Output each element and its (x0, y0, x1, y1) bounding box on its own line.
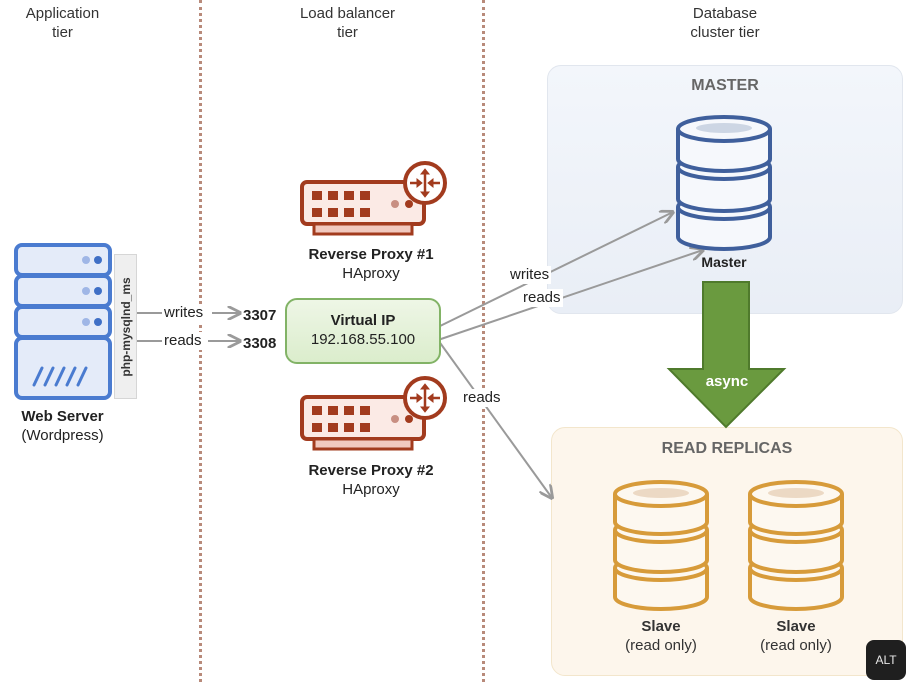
master-database-icon (676, 115, 772, 251)
reverse-proxy-2-software: HAproxy (342, 481, 400, 498)
slave-1-label: Slave (read only) (604, 617, 718, 655)
load-balancer-tier-title: Load balancer tier (280, 4, 415, 42)
async-label: async (705, 373, 749, 390)
slave-1-name: Slave (641, 618, 681, 635)
master-panel-title: MASTER (691, 77, 759, 94)
tier-title-line: Database (692, 5, 758, 22)
vip-writes-to-master (437, 212, 673, 328)
vip-reads-to-master (437, 250, 703, 341)
web-server-name: Web Server (21, 408, 104, 425)
tier-title-line: Application (25, 5, 100, 22)
master-node-label: Master (701, 254, 747, 270)
async-replication-arrow (666, 281, 787, 429)
application-tier-title: Application tier (10, 4, 115, 42)
reads-edge-label: reads (162, 332, 204, 350)
read-port-label: 3308 (243, 335, 277, 352)
replicas-panel-title: READ REPLICAS (661, 440, 793, 457)
reverse-proxy-2-name: Reverse Proxy #2 (308, 462, 434, 479)
route-reads-replicas-label: reads (461, 389, 503, 407)
tier-title-line: tier (52, 24, 73, 41)
vip-reads-to-replicas (437, 339, 552, 498)
driver-label-box: php-mysqlnd_ms (114, 254, 137, 399)
tier-title-line: Load balancer (299, 5, 396, 22)
slave-database-icon-2 (748, 480, 844, 611)
slave-2-mode: (read only) (760, 637, 832, 654)
alt-text-button[interactable]: ALT (866, 640, 906, 680)
write-port-label: 3307 (243, 307, 277, 324)
reverse-proxy-1-icon (300, 161, 447, 236)
route-writes-label: writes (508, 266, 552, 284)
slave-database-icon-1 (613, 480, 709, 611)
slave-1-mode: (read only) (625, 637, 697, 654)
slave-2-name: Slave (776, 618, 816, 635)
reverse-proxy-1-name: Reverse Proxy #1 (308, 246, 434, 263)
writes-edge-label: writes (162, 304, 206, 322)
read-replicas-panel: READ REPLICAS (551, 427, 903, 676)
web-server-label: Web Server (Wordpress) (5, 407, 120, 445)
reverse-proxy-2-label: Reverse Proxy #2 HAproxy (296, 461, 446, 499)
tier-title-line: cluster tier (690, 24, 760, 41)
tier-title-line: tier (337, 24, 358, 41)
virtual-ip-address: 192.168.55.100 (310, 331, 416, 348)
web-server-subtitle: (Wordpress) (21, 427, 104, 444)
reverse-proxy-1-label: Reverse Proxy #1 HAproxy (296, 245, 446, 283)
reverse-proxy-2-icon (300, 376, 447, 451)
route-reads-master-label: reads (521, 289, 563, 307)
slave-2-label: Slave (read only) (739, 617, 853, 655)
database-tier-title: Database cluster tier (665, 4, 785, 42)
virtual-ip-node: Virtual IP 192.168.55.100 (285, 298, 441, 364)
tier-divider-right (482, 0, 485, 682)
virtual-ip-title: Virtual IP (330, 312, 396, 329)
reverse-proxy-1-software: HAproxy (342, 265, 400, 282)
web-server-icon (14, 243, 112, 400)
